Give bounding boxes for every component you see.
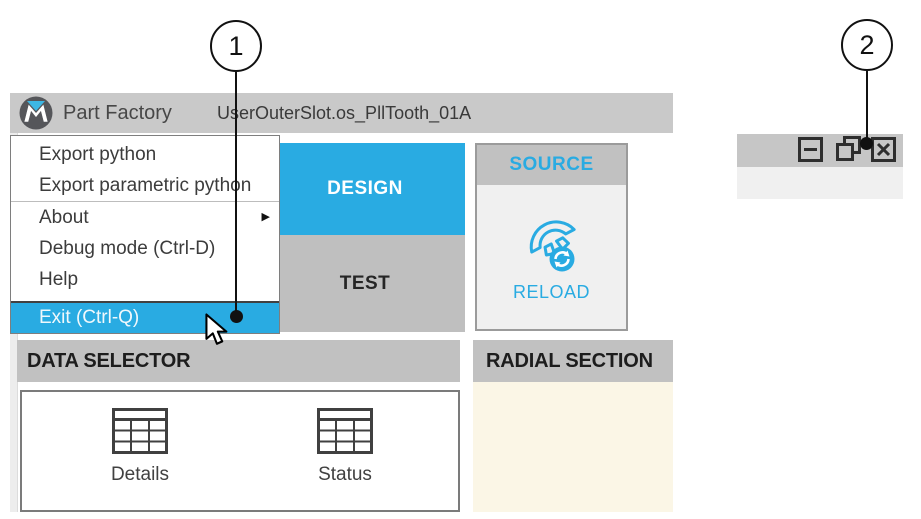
- menu-item-export-parametric-python[interactable]: Export parametric python: [39, 175, 252, 196]
- titlebar[interactable]: Part Factory UserOuterSlot.os_PllTooth_0…: [10, 93, 673, 133]
- menu-item-about[interactable]: About ▶: [11, 202, 279, 233]
- callout-1-circle: 1: [210, 20, 262, 72]
- radial-section-header: RADIAL SECTION: [473, 340, 673, 382]
- tab-design[interactable]: DESIGN: [265, 143, 465, 235]
- data-selector-item-details[interactable]: Details: [92, 408, 188, 486]
- menu-separator-dark: [11, 301, 279, 303]
- radial-section-content: [473, 382, 673, 512]
- data-selector-header: DATA SELECTOR: [17, 340, 460, 382]
- minimize-icon: [804, 148, 817, 151]
- reload-label: RELOAD: [512, 281, 591, 302]
- callout-2-circle: 2: [841, 19, 893, 71]
- close-button[interactable]: [871, 137, 896, 162]
- data-selector-item-status[interactable]: Status: [297, 408, 393, 486]
- window-controls-bar: [737, 134, 903, 167]
- document-title: UserOuterSlot.os_PllTooth_01A: [217, 103, 472, 123]
- menu-item-debug-mode[interactable]: Debug mode (Ctrl-D): [39, 238, 216, 259]
- callout-1-line: [235, 72, 237, 312]
- window-controls-body: [737, 167, 903, 199]
- details-label: Details: [110, 464, 170, 485]
- part-factory-window: Part Factory UserOuterSlot.os_PllTooth_0…: [10, 93, 673, 512]
- slot-tooth-reload-icon: [529, 219, 576, 271]
- app-menu-dropdown: Export python Export parametric python A…: [10, 135, 280, 334]
- callout-2-dot: [860, 137, 873, 150]
- restore-icon: [836, 136, 861, 161]
- tab-design-label: DESIGN: [327, 178, 403, 199]
- table-icon: [317, 408, 373, 454]
- part-factory-logo-icon: [19, 96, 53, 130]
- callout-2-line: [866, 71, 868, 140]
- tab-test-label: TEST: [339, 272, 391, 294]
- reload-button[interactable]: RELOAD: [477, 185, 626, 329]
- data-selector-panel: Details Status: [20, 390, 460, 512]
- restore-button[interactable]: [835, 135, 863, 163]
- menu-item-help[interactable]: Help: [39, 269, 79, 290]
- table-icon: [112, 408, 168, 454]
- app-name: Part Factory: [63, 102, 172, 124]
- callout-1-dot: [230, 310, 243, 323]
- source-panel-header: SOURCE: [477, 145, 626, 185]
- menu-item-export-python[interactable]: Export python: [39, 144, 157, 165]
- menu-item-about-label: About: [39, 207, 89, 228]
- arrow-cursor-icon: [205, 313, 228, 345]
- tab-test[interactable]: TEST: [265, 235, 465, 332]
- status-label: Status: [318, 464, 372, 485]
- close-icon: [876, 142, 891, 157]
- submenu-arrow-icon: ▶: [261, 211, 270, 223]
- source-panel: SOURCE RELOAD: [475, 143, 628, 331]
- menu-separator: [11, 201, 279, 202]
- minimize-button[interactable]: [798, 137, 823, 162]
